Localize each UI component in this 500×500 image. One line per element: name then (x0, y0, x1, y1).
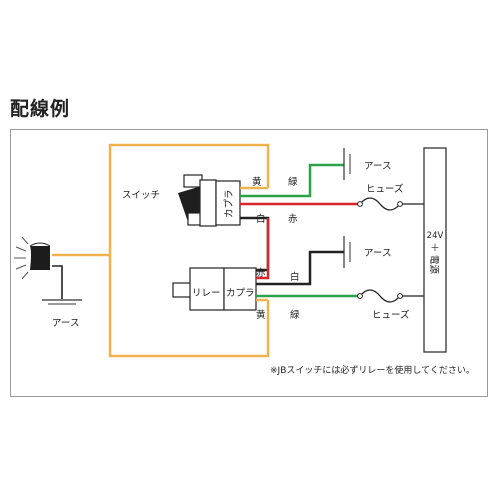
lamp-ground-wire (52, 265, 63, 299)
fuse-label-top: ヒューズ (366, 183, 404, 195)
switch-label: スイッチ (122, 190, 160, 201)
yellow-harness-wire (108, 143, 270, 358)
power-voltage-label: 24V (427, 231, 444, 241)
ground-icon-mid (343, 236, 351, 268)
relay-coupler (223, 267, 257, 311)
relay-coupler-label: カプラ (226, 288, 255, 299)
switch-green-wire (240, 163, 344, 198)
relay-usage-note: ※JBスイッチには必ずリレーを使用してください。 (270, 364, 475, 376)
wire-label-yellow-bottom: 黄 (256, 309, 266, 321)
switch-coupler-label: カプラ (224, 189, 235, 218)
wire-label-green-bottom: 緑 (290, 309, 300, 321)
switch-white-wire (240, 216, 270, 270)
ground-label-mid: アース (364, 248, 391, 259)
wire-label-white-top: 白 (256, 213, 266, 225)
wire-label-red-top: 赤 (288, 214, 298, 225)
relay-icon (172, 267, 225, 311)
wire-label-yellow-top: 黄 (252, 176, 262, 188)
ground-icon-top (343, 148, 351, 180)
relay-label: リレー (192, 288, 221, 299)
power-source-label: 電源 (428, 255, 439, 275)
switch-coupler (215, 180, 241, 226)
rocker-switch-icon (178, 174, 217, 227)
power-source-box (423, 147, 447, 353)
wire-label-white-bottom: 白 (290, 271, 300, 283)
relay-white-wire (256, 250, 344, 286)
ground-icon-left (42, 299, 82, 305)
diagram-frame (10, 129, 488, 397)
relay-red-link (256, 218, 270, 280)
diagram-title: 配線例 (10, 98, 71, 120)
ground-label-left: アース (52, 318, 79, 329)
fuse-icon-top (359, 197, 401, 211)
wire-label-red-bottom: 赤 (256, 268, 266, 279)
lamp-icon (14, 236, 51, 280)
power-plus-label: ＋ (430, 243, 440, 254)
fuse-label-bottom: ヒューズ (372, 309, 410, 321)
fuse-icon-bottom (359, 289, 401, 303)
wire-label-green-top: 緑 (288, 176, 298, 188)
ground-label-top: アース (364, 161, 391, 172)
